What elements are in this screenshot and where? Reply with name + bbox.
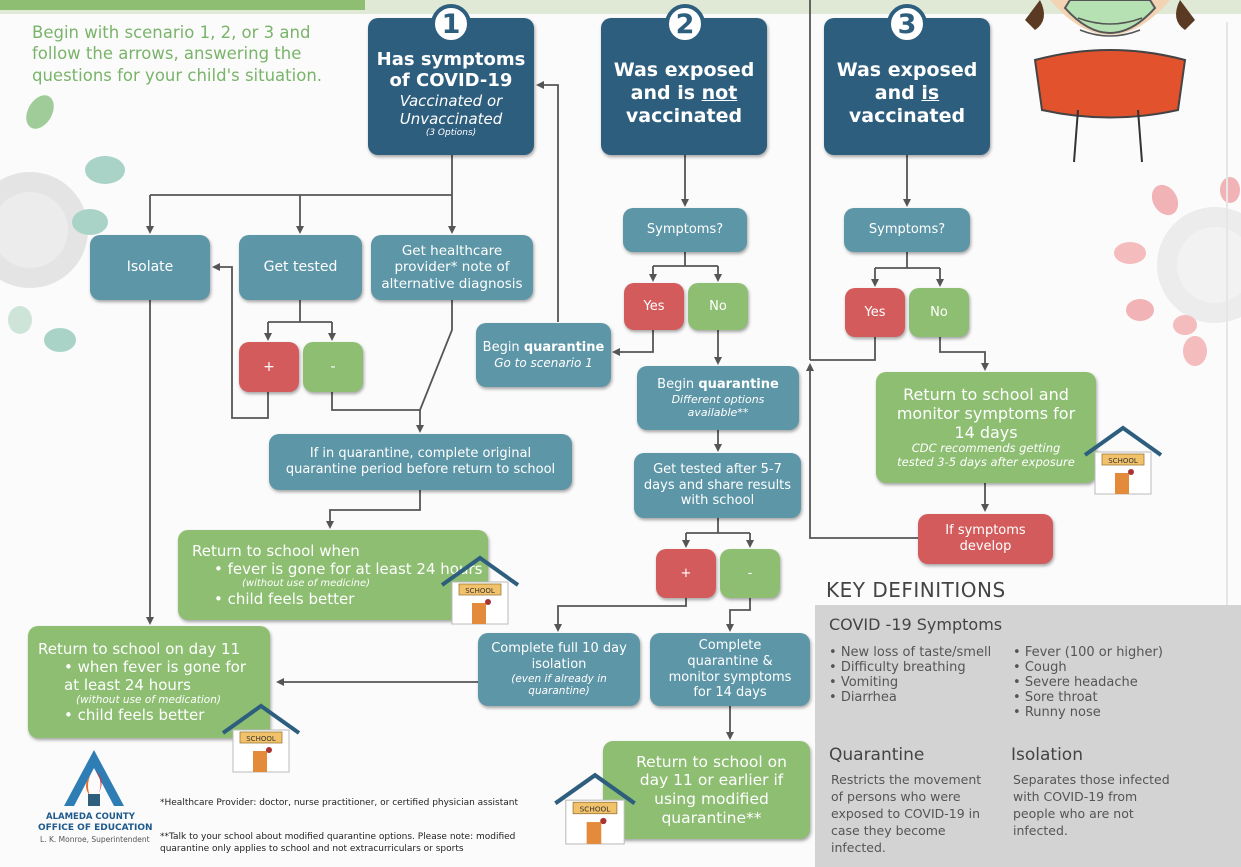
healthcare-note-box: Get healthcare provider* note of alterna… bbox=[371, 235, 533, 300]
full-10-day-text: Complete full 10 day isolation bbox=[491, 641, 627, 672]
return-monitor-text: Return to school and monitor symptoms fo… bbox=[896, 384, 1076, 443]
s3-symptoms-box: Symptoms? bbox=[844, 208, 970, 252]
frame-line-right bbox=[1226, 22, 1228, 867]
school-sign-text: SCHOOL bbox=[465, 587, 495, 595]
quarantine-definition-title: Quarantine bbox=[829, 745, 925, 765]
if-symptoms-develop-box: If symptoms develop bbox=[918, 514, 1053, 564]
scenario-1-options-note: (3 Options) bbox=[425, 127, 477, 138]
virus-decoration-right bbox=[1114, 177, 1241, 366]
symptom-item: Fever (100 or higher) bbox=[1013, 645, 1163, 660]
cdc-recommendation-note: CDC recommends getting tested 3-5 days a… bbox=[897, 441, 1075, 470]
symptom-item: Sore throat bbox=[1013, 690, 1163, 705]
complete-quarantine-box: Complete quarantine & monitor symptoms f… bbox=[650, 633, 810, 706]
s1-negative-box: - bbox=[303, 342, 363, 392]
s3-yes-box: Yes bbox=[845, 288, 905, 337]
scenario-1-number: 1 bbox=[431, 4, 471, 44]
return-day11-box: Return to school on day 11 • when fever … bbox=[28, 626, 270, 738]
school-house-icon: SCHOOL bbox=[1083, 425, 1163, 495]
symptom-item: Severe headache bbox=[1013, 675, 1163, 690]
symptom-item: Vomiting bbox=[829, 675, 991, 690]
symptoms-definition-title: COVID -19 Symptoms bbox=[829, 615, 1003, 634]
scenario-2-line2: and is not bbox=[630, 82, 738, 105]
scenario-2-line3: vaccinated bbox=[625, 104, 743, 127]
return-when-box: Return to school when • fever is gone fo… bbox=[178, 530, 488, 620]
return-day11-item-2: • child feels better bbox=[64, 706, 205, 725]
symptom-item: Difficulty breathing bbox=[829, 660, 991, 675]
full-10-day-isolation-box: Complete full 10 day isolation (even if … bbox=[478, 633, 640, 706]
return-when-item-2: • child feels better bbox=[214, 590, 355, 608]
scenario-2-box: Was exposed and is not vaccinated bbox=[601, 18, 767, 155]
intro-text: Begin with scenario 1, 2, or 3 and follo… bbox=[32, 23, 323, 85]
school-house-icon: SCHOOL bbox=[554, 772, 636, 845]
symptom-item: Cough bbox=[1013, 660, 1163, 675]
isolation-definition-text: Separates those infected with COVID-19 f… bbox=[1013, 772, 1170, 838]
begin-quarantine-bold: quarantine bbox=[698, 377, 779, 393]
scenario-3-emphasis: is bbox=[921, 82, 940, 105]
scenario-2-emphasis: not bbox=[701, 82, 738, 105]
s2-positive-box: + bbox=[656, 549, 716, 598]
masked-child-illustration bbox=[1025, 0, 1195, 163]
scenario-3-line3: vaccinated bbox=[848, 104, 966, 127]
s2-symptoms-box: Symptoms? bbox=[623, 208, 747, 252]
in-quarantine-box: If in quarantine, complete original quar… bbox=[269, 434, 572, 490]
footnote-modified-quarantine: **Talk to your school about modified qua… bbox=[160, 832, 516, 855]
school-sign-text: SCHOOL bbox=[246, 735, 276, 743]
s2-yes-box: Yes bbox=[624, 283, 684, 330]
scenario-3-line1: Was exposed bbox=[836, 59, 978, 82]
symptoms-list-col1: New loss of taste/smell Difficulty breat… bbox=[829, 645, 991, 705]
school-house-icon: SCHOOL bbox=[440, 555, 520, 625]
alameda-county-logo bbox=[64, 750, 124, 806]
s2-no-box: No bbox=[688, 283, 748, 330]
scenario-2-number: 2 bbox=[665, 4, 705, 44]
isolation-definition-title: Isolation bbox=[1011, 745, 1083, 765]
return-monitor-14-box: Return to school and monitor symptoms fo… bbox=[876, 372, 1096, 483]
symptom-item: Diarrhea bbox=[829, 690, 991, 705]
symptoms-list-col2: Fever (100 or higher) Cough Severe heada… bbox=[1013, 645, 1163, 720]
return-day11-modified-box: Return to school on day 11 or earlier if… bbox=[603, 741, 810, 839]
symptom-item: Runny nose bbox=[1013, 705, 1163, 720]
logo-name-line1: ALAMEDA COUNTY bbox=[46, 812, 135, 822]
begin-quarantine-s1-bold: quarantine bbox=[523, 340, 605, 355]
get-tested-box: Get tested bbox=[239, 235, 362, 300]
logo-name-line2: OFFICE OF EDUCATION bbox=[38, 823, 153, 833]
return-day11-note: (without use of medication) bbox=[76, 693, 221, 706]
return-day11-title: Return to school on day 11 bbox=[38, 639, 241, 658]
school-sign-text: SCHOOL bbox=[1108, 457, 1138, 465]
return-when-item-1: • fever is gone for at least 24 hours bbox=[214, 560, 483, 578]
begin-quarantine-go-s1-box: Begin quarantine Go to scenario 1 bbox=[476, 323, 611, 387]
top-banner-left bbox=[0, 0, 365, 10]
scenario-3-number: 3 bbox=[887, 4, 927, 44]
return-when-note: (without use of medicine) bbox=[242, 578, 371, 589]
logo-name-line3: L. K. Monroe, Superintendent bbox=[40, 835, 150, 844]
get-tested-5-7-box: Get tested after 5-7 days and share resu… bbox=[634, 453, 801, 518]
scenario-2-line1: Was exposed bbox=[613, 59, 755, 82]
begin-quarantine-note: Different options available** bbox=[671, 392, 765, 419]
scenario-1-title: Has symptoms of COVID-19 bbox=[376, 48, 526, 92]
key-definitions-title: KEY DEFINITIONS bbox=[826, 578, 1006, 602]
full-10-day-note: (even if already in quarantine) bbox=[511, 672, 607, 698]
scenario-3-line2: and is bbox=[874, 82, 940, 105]
begin-quarantine-s1-note: Go to scenario 1 bbox=[494, 355, 593, 370]
scenario-1-subtitle: Vaccinated or Unvaccinated bbox=[399, 91, 503, 128]
s3-no-box: No bbox=[909, 288, 969, 337]
begin-quarantine-box: Begin quarantine Different options avail… bbox=[637, 366, 799, 430]
quarantine-definition-text: Restricts the movement of persons who we… bbox=[831, 772, 982, 855]
s2-negative-box: - bbox=[720, 549, 780, 598]
footnote-healthcare-provider: *Healthcare Provider: doctor, nurse prac… bbox=[160, 798, 519, 808]
return-day11-item-1: • when fever is gone for at least 24 hou… bbox=[64, 657, 247, 694]
key-definitions-panel: COVID -19 Symptoms New loss of taste/sme… bbox=[815, 605, 1241, 867]
school-house-icon: SCHOOL bbox=[221, 703, 301, 773]
school-sign-text: SCHOOL bbox=[580, 805, 612, 814]
return-when-title: Return to school when bbox=[192, 542, 360, 560]
s1-positive-box: + bbox=[239, 342, 299, 392]
isolate-box: Isolate bbox=[90, 235, 210, 300]
symptom-item: New loss of taste/smell bbox=[829, 645, 991, 660]
